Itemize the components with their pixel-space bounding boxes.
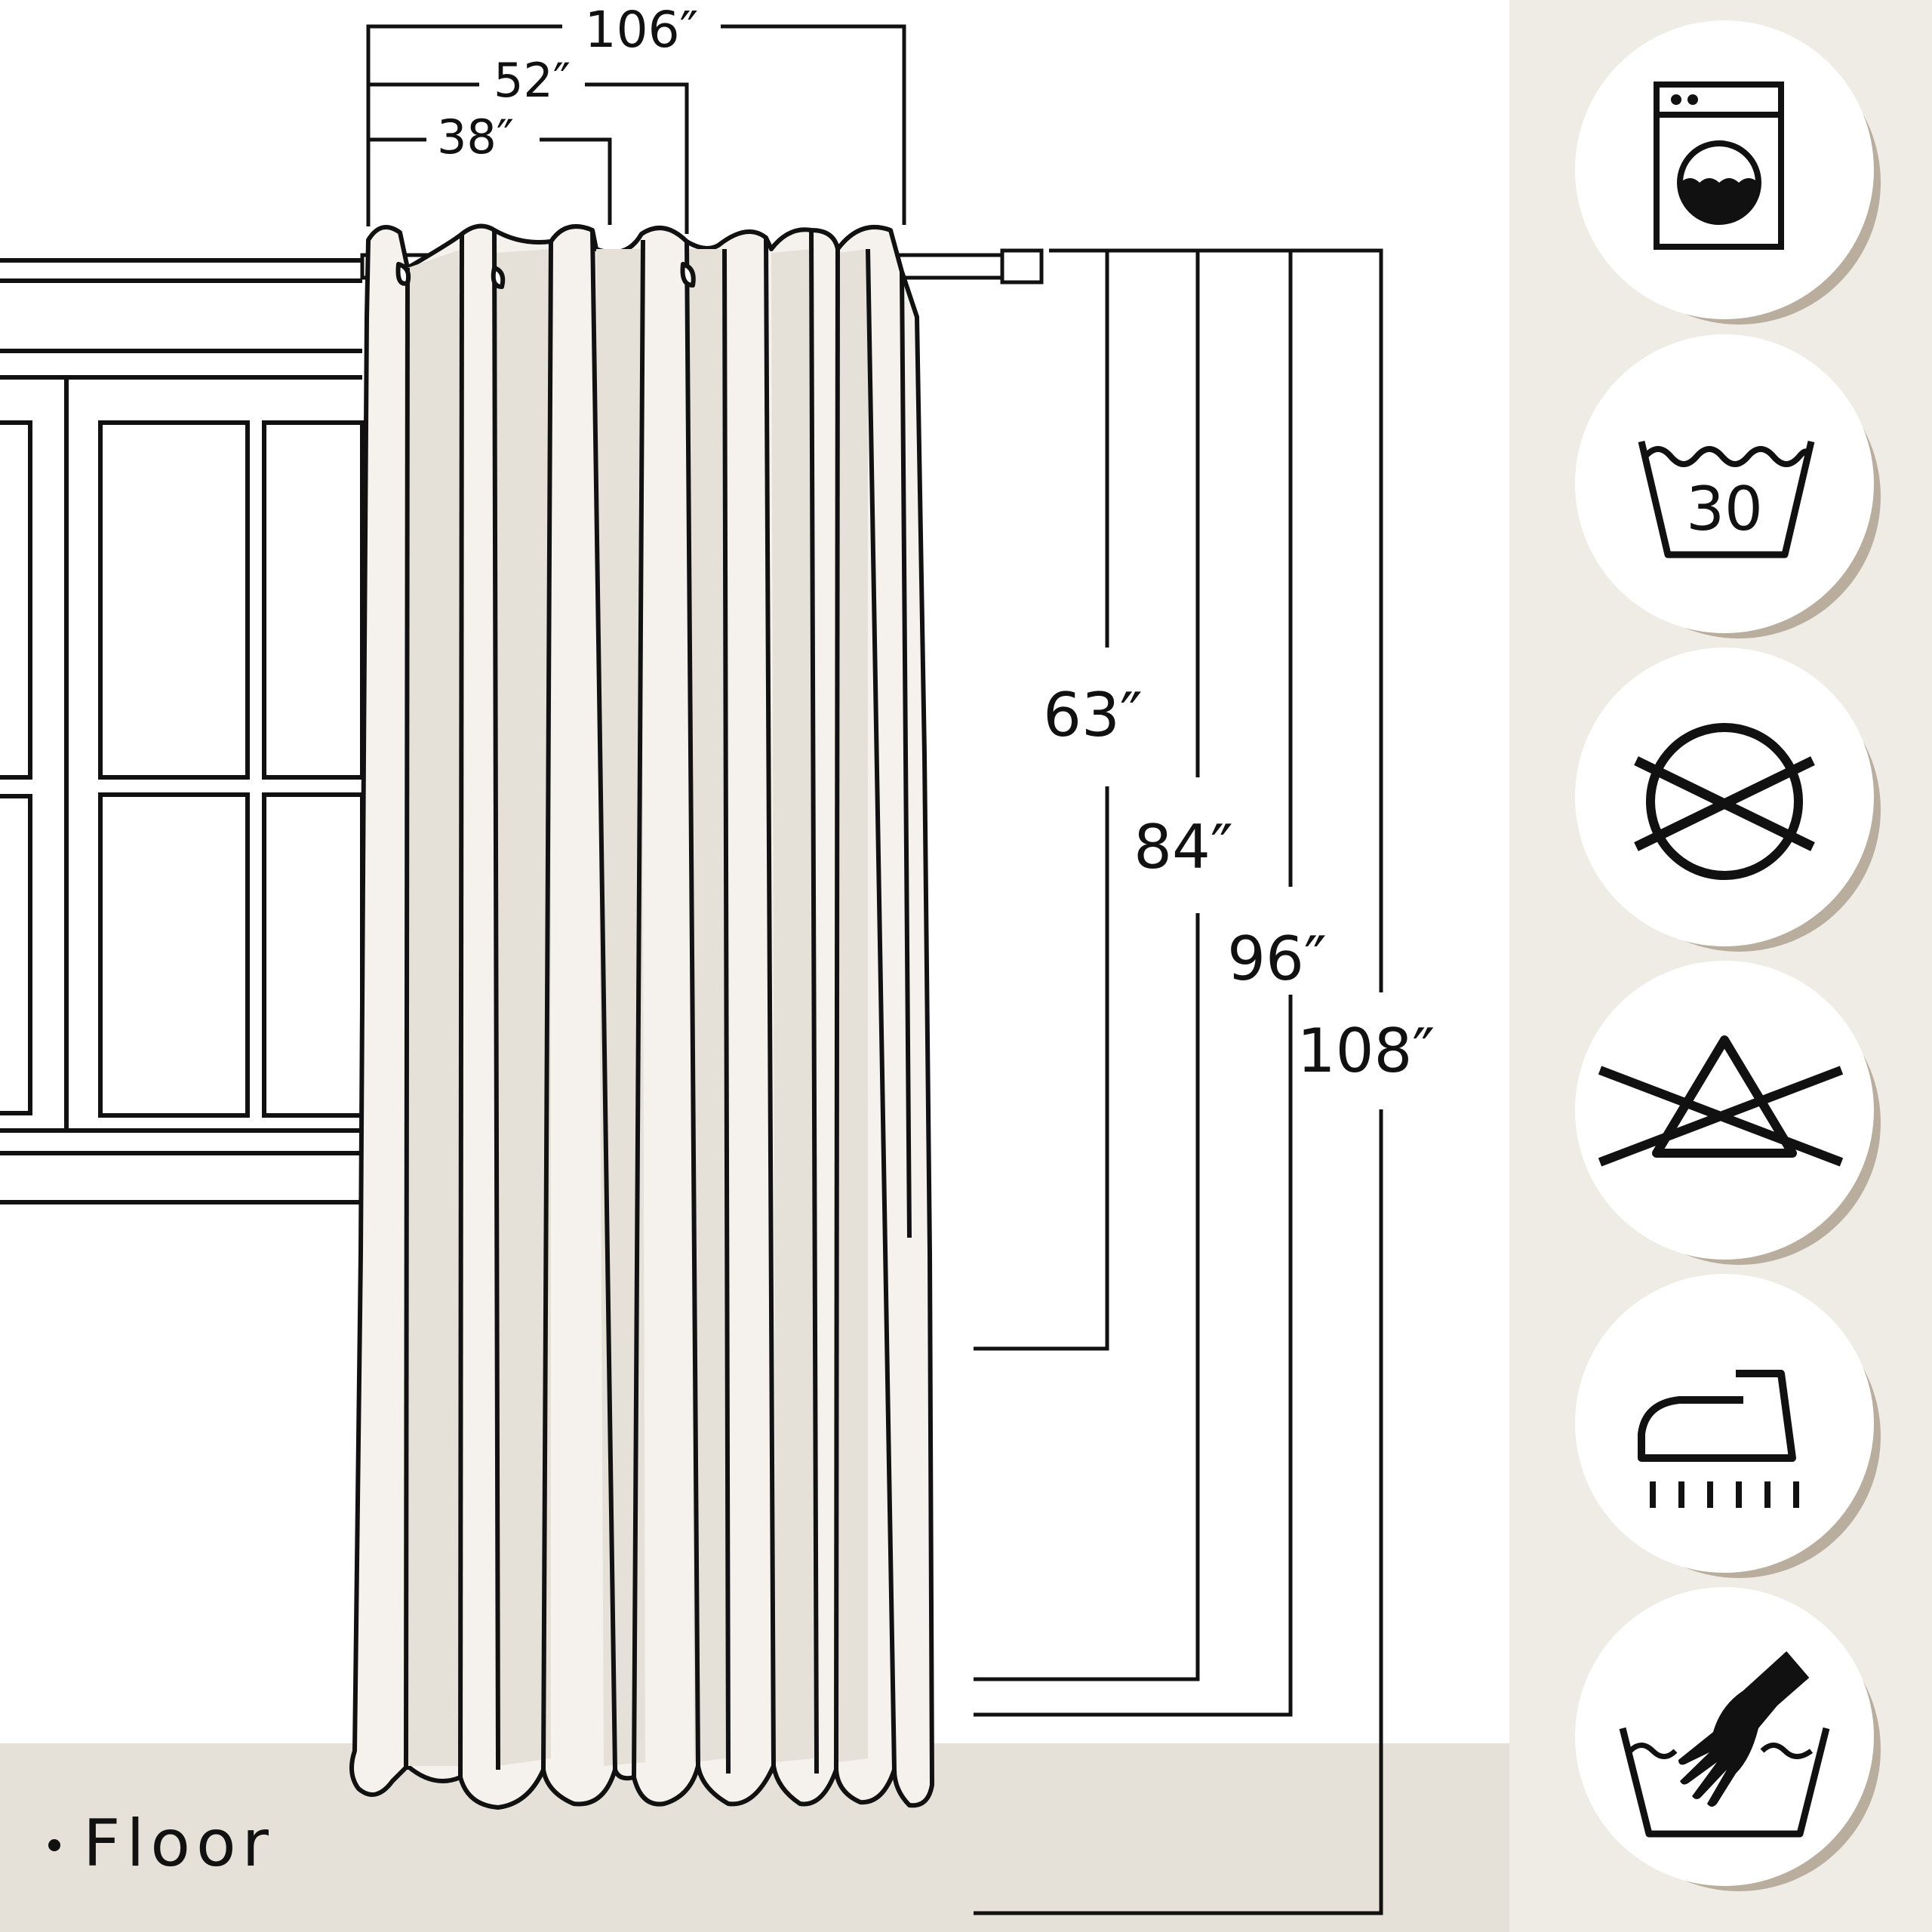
- length-label-63: 63″: [1043, 680, 1143, 750]
- length-label-84: 84″: [1134, 812, 1233, 882]
- wash-30-icon: 30: [1575, 334, 1881, 638]
- width-label-106: 106″: [585, 1, 699, 59]
- do-not-bleach-icon: [1575, 961, 1881, 1265]
- care-icons: 30: [1575, 20, 1881, 1891]
- curtain-panel: [349, 223, 934, 1810]
- rod-end-cap: [1000, 248, 1044, 285]
- length-dimension-lines: [974, 248, 1383, 1915]
- floor-label: Floor: [83, 1806, 275, 1881]
- hand-wash-icon: [1575, 1587, 1881, 1891]
- window: [0, 258, 365, 1204]
- wash-temperature-label: 30: [1686, 474, 1763, 544]
- length-label-108: 108″: [1297, 1016, 1435, 1086]
- floor-bullet: [48, 1839, 60, 1851]
- width-label-52: 52″: [494, 53, 571, 108]
- do-not-tumble-dry-icon: [1575, 648, 1881, 952]
- width-dimension-lines: [366, 24, 906, 234]
- length-label-96: 96″: [1227, 924, 1327, 994]
- width-label-38: 38″: [437, 109, 514, 165]
- iron-icon: [1575, 1274, 1881, 1578]
- machine-wash-icon: [1575, 20, 1881, 325]
